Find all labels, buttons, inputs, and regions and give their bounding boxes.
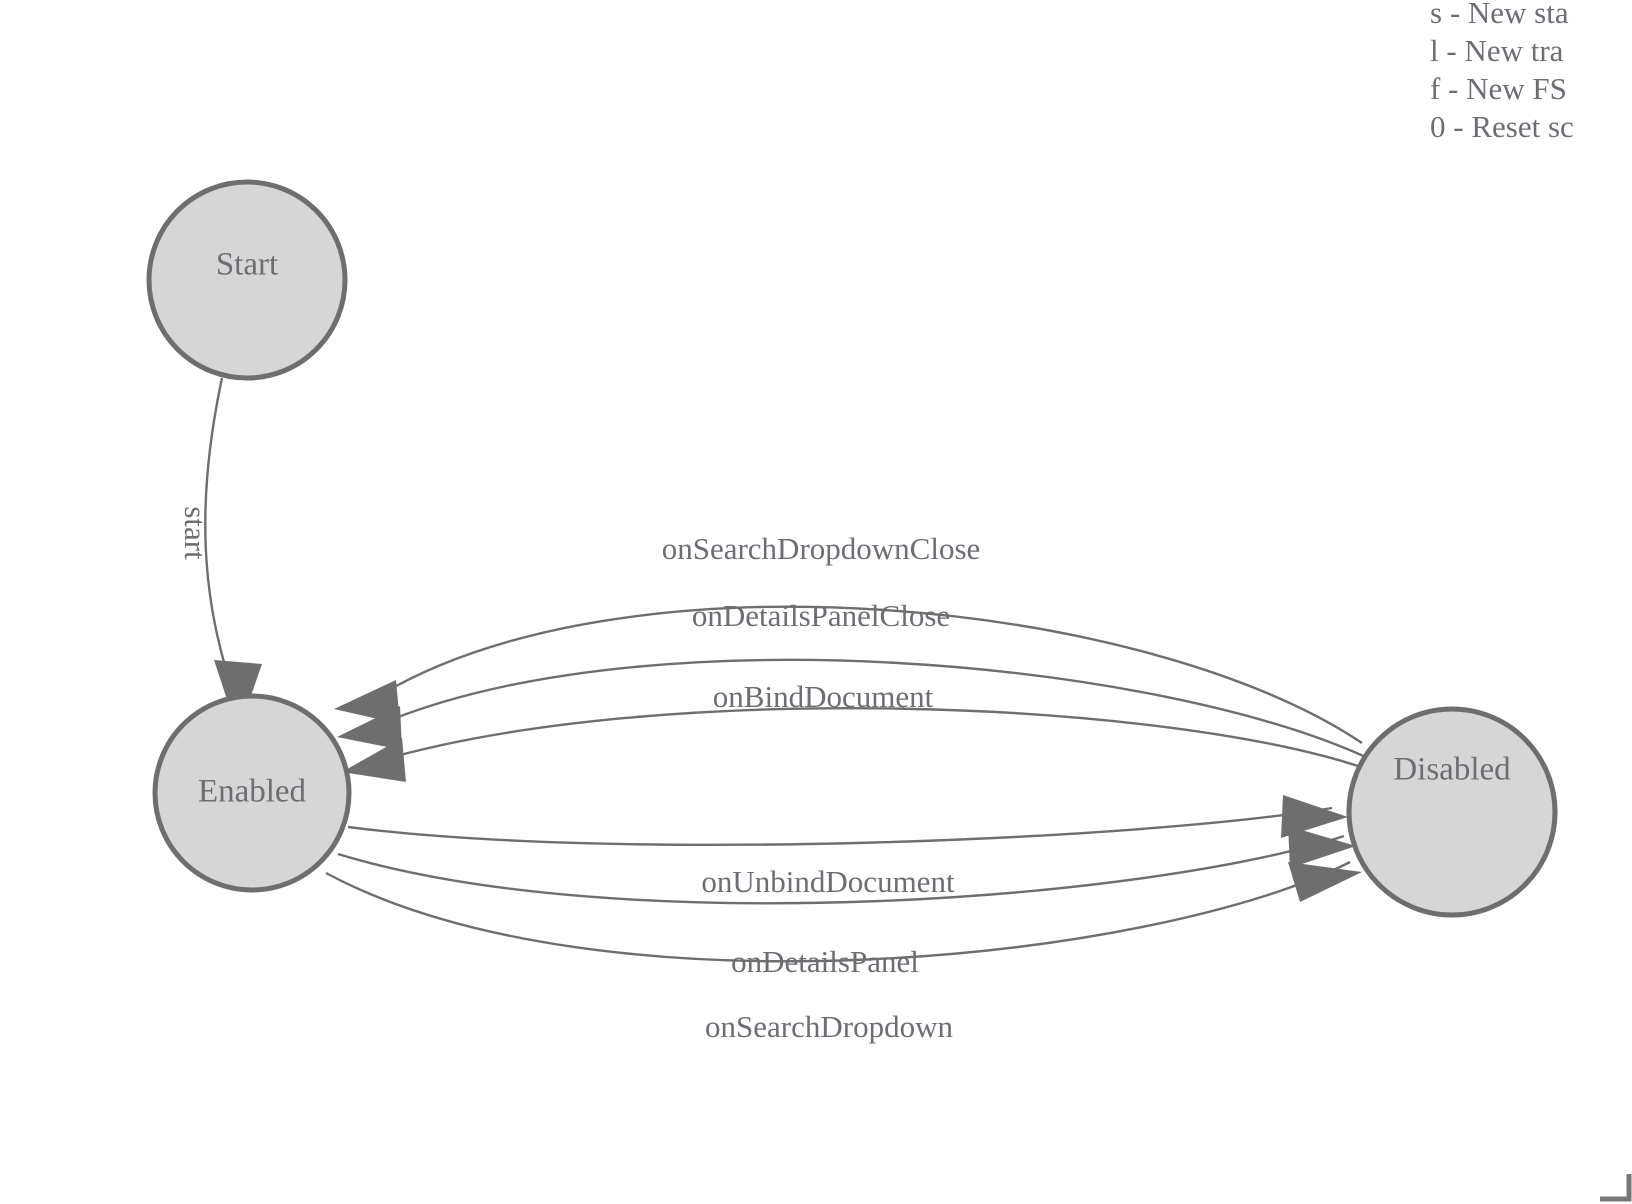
edge-label-ondetailspanel: onDetailsPanel [731,944,919,979]
node-enabled[interactable]: Enabled [152,693,352,893]
edge-path-detailspanelclose [375,658,1373,762]
edge-label-start: start [178,506,213,560]
edge-enabled-to-disabled-unbinddocument[interactable] [347,795,1348,847]
edge-path-start-to-enabled [204,377,238,701]
arrowhead-detailspanelclose [337,706,402,750]
resize-corner-handle[interactable] [1600,1174,1632,1202]
edge-path-searchdropdownclose [371,605,1363,744]
edge-path-detailspanel [337,834,1345,905]
help-line-new-state: s - New sta [1430,0,1569,30]
node-enabled-label: Enabled [198,774,307,810]
edge-enabled-to-disabled-searchdropdown[interactable] [325,860,1362,963]
arrowhead-unbinddocument [1281,795,1348,838]
arrowhead-binddocument [342,738,406,782]
help-line-reset: 0 - Reset sc [1430,109,1574,144]
edge-path-searchdropdown [325,860,1351,963]
edge-path-unbinddocument [347,806,1333,847]
node-disabled[interactable]: Disabled [1346,706,1558,918]
edge-disabled-to-enabled-detailspanelclose[interactable] [337,658,1373,762]
node-start[interactable]: Start [146,179,348,381]
resize-corner-icon [1600,1174,1632,1202]
edge-label-onsearchdropdownclose: onSearchDropdownClose [662,531,981,566]
arrowhead-detailspanel [1288,826,1356,868]
node-start-label: Start [216,247,278,283]
edge-label-onbinddocument: onBindDocument [713,679,934,714]
edge-disabled-to-enabled-binddocument[interactable] [342,707,1371,782]
help-line-new-transition: l - New tra [1430,33,1564,68]
edge-label-onsearchdropdown: onSearchDropdown [705,1009,953,1044]
node-disabled-label: Disabled [1393,752,1511,788]
node-start-circle [146,179,348,381]
edge-label-onunbinddocument: onUnbindDocument [701,864,955,899]
help-line-new-fsm: f - New FS [1430,71,1567,106]
help-overlay: s - New sta l - New tra f - New FS 0 - R… [1430,0,1574,144]
node-disabled-circle [1346,706,1558,918]
edge-enabled-to-disabled-detailspanel[interactable] [337,826,1356,905]
edge-label-ondetailspanelclose: onDetailsPanelClose [692,598,950,633]
edge-disabled-to-enabled-searchdropdownclose[interactable] [334,605,1363,744]
arrowhead-searchdropdownclose [334,680,400,724]
node-enabled-circle [152,693,352,893]
arrowhead-searchdropdown [1288,862,1362,902]
edge-path-binddocument [381,707,1371,772]
